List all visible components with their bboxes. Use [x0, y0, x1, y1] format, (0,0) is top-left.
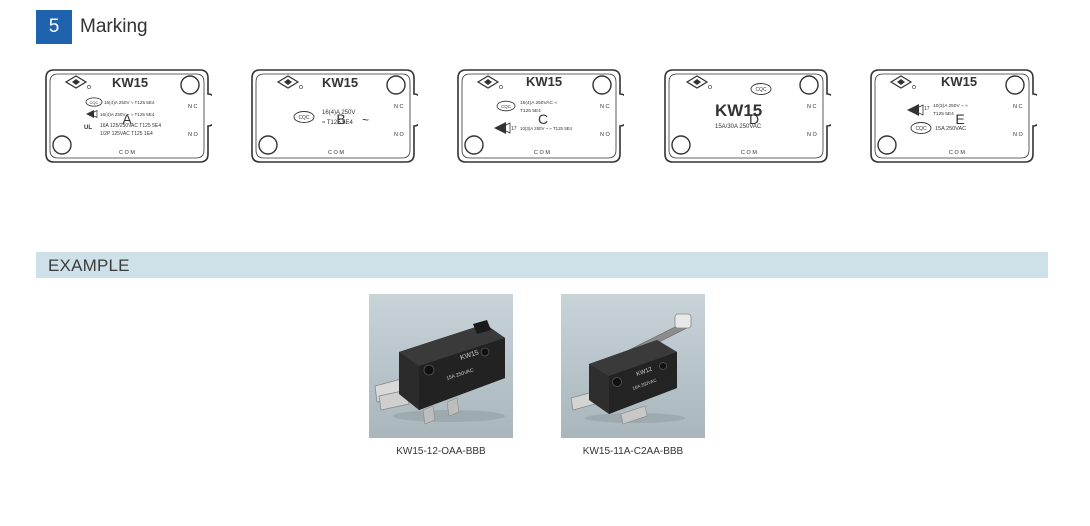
marking-e: KW15 17 10(3)A 250V ~ ≈ T125 5E4 CQC 15A… [867, 66, 1037, 166]
rating-line-1: 16(4)A 250V [322, 110, 355, 116]
diamond-logo-icon [685, 75, 712, 89]
svg-text:CQC: CQC [915, 126, 927, 132]
section-number: 5 [36, 10, 72, 44]
terminal-com: C O M [741, 150, 757, 156]
terminal-no: N O [394, 132, 405, 138]
diamond-logo-icon [476, 75, 503, 89]
model-label: KW15 [322, 75, 358, 90]
rating-line-2: T125 5E4 [520, 108, 541, 114]
section-header: 5 Marking [36, 10, 148, 44]
terminal-nc: N C [807, 104, 817, 110]
terminal-nc: N C [188, 104, 198, 110]
svg-text:17: 17 [511, 126, 517, 132]
switch-outline-b: KW15 CQC 16(4)A 250V ≈ T125 5E4 ~ N C N … [251, 69, 418, 163]
cqc-logo-icon: CQC [85, 97, 103, 107]
marking-a: KW15 CQC 16(4)A 250V ≈ T125 5E4 16(4)A 2… [42, 66, 212, 166]
svg-text:CQC: CQC [90, 100, 99, 105]
terminal-nc: N C [1013, 104, 1023, 110]
cqc-logo-icon: CQC [910, 122, 932, 134]
ul-logo-icon: UL [84, 125, 92, 131]
rating-line-1: 15A/30A 250VAC [715, 124, 762, 130]
model-label: KW15 [112, 75, 148, 90]
marking-c: KW15 CQC 16(4)A 250VAC ≈ T125 5E4 17 10(… [454, 66, 624, 166]
diamond-logo-icon [889, 75, 916, 89]
rating-line-3: 10(3)A 250V ~ ≈ T125 5E4 [520, 126, 573, 131]
ent-logo-icon [86, 109, 98, 119]
terminal-nc: N C [600, 104, 610, 110]
diamond-logo-icon [276, 75, 303, 89]
switch-outline-a: KW15 CQC 16(4)A 250V ≈ T125 5E4 16(4)A 2… [45, 69, 212, 163]
cqc-logo-icon: CQC [293, 111, 315, 123]
example-header-bar: EXAMPLE [36, 252, 1048, 278]
svg-text:CQC: CQC [501, 104, 511, 109]
switch-outline-d: CQC KW15 15A/30A 250VAC N C N O C O M [664, 69, 831, 163]
body-label: KW12 [636, 366, 654, 377]
microswitch-roller-photo-icon: KW12 16A 250VAC [570, 313, 692, 425]
terminal-com: C O M [328, 150, 344, 156]
example-photo-1: KW15 15A 250VAC [369, 294, 513, 438]
marking-d: CQC KW15 15A/30A 250VAC N C N O C O M [661, 66, 831, 166]
diamond-logo-icon [64, 75, 91, 89]
terminal-nc: N C [394, 104, 404, 110]
markings-row: KW15 CQC 16(4)A 250V ≈ T125 5E4 16(4)A 2… [0, 0, 1090, 200]
terminal-no: N O [1013, 132, 1024, 138]
example-caption-1: KW15-12-OAA-BBB [396, 446, 486, 457]
marking-letter-a: A [122, 111, 132, 127]
rating-line-3: 15A 250VAC [935, 126, 966, 132]
rating-line-1: 16(4)A 250VAC ≈ [520, 100, 557, 106]
rating-line-3: 16A 125/250VAC T125 5E4 [100, 123, 161, 129]
rating-line-2: ≈ T125 5E4 [322, 120, 354, 126]
microswitch-photo-icon: KW15 15A 250VAC [374, 320, 505, 425]
terminal-no: N O [600, 132, 611, 138]
model-label: KW15 [941, 74, 977, 89]
ac-symbol: ~ [362, 113, 369, 127]
example-title: EXAMPLE [48, 256, 130, 275]
rating-line-4: 1/2P 125VAC T125 1E4 [100, 131, 153, 137]
rating-line-2: 16(4)A 250V ~ ≈ T125 5E4 [100, 112, 155, 117]
cqc-logo-icon: CQC [496, 100, 516, 112]
ent-logo-icon: 17 [907, 104, 930, 116]
terminal-no: N O [188, 132, 199, 138]
terminal-com: C O M [534, 150, 550, 156]
switch-outline-c: KW15 CQC 16(4)A 250VAC ≈ T125 5E4 17 10(… [457, 69, 624, 163]
terminal-com: C O M [949, 150, 965, 156]
marking-letter-e: E [955, 111, 965, 127]
section-title: Marking [80, 16, 148, 37]
terminal-no: N O [807, 132, 818, 138]
svg-text:CQC: CQC [755, 87, 767, 93]
rating-line-2: T125 5E4 [933, 111, 954, 117]
svg-text:CQC: CQC [298, 115, 310, 121]
example-caption-2: KW15-11A-C2AA-BBB [582, 446, 684, 457]
rating-line-1: 16(4)A 250V ≈ T125 5E4 [104, 100, 155, 105]
ent-logo-icon: 17 [494, 122, 517, 134]
marking-b: KW15 CQC 16(4)A 250V ≈ T125 5E4 ~ N C N … [248, 66, 418, 166]
model-label: KW15 [526, 74, 562, 89]
rating-line-1: 10(3)A 250V ~ ≈ [933, 103, 968, 109]
marking-letter-b: B [336, 111, 346, 127]
marking-letter-c: C [537, 111, 549, 127]
example-photo-2: KW12 16A 250VAC [561, 294, 705, 438]
model-label: KW15 [715, 101, 762, 120]
svg-text:17: 17 [924, 106, 930, 112]
cqc-logo-icon: CQC [750, 83, 772, 95]
switch-outline-e: KW15 17 10(3)A 250V ~ ≈ T125 5E4 CQC 15A… [870, 69, 1037, 163]
marking-letter-d: D [748, 111, 760, 127]
terminal-com: C O M [119, 150, 135, 156]
